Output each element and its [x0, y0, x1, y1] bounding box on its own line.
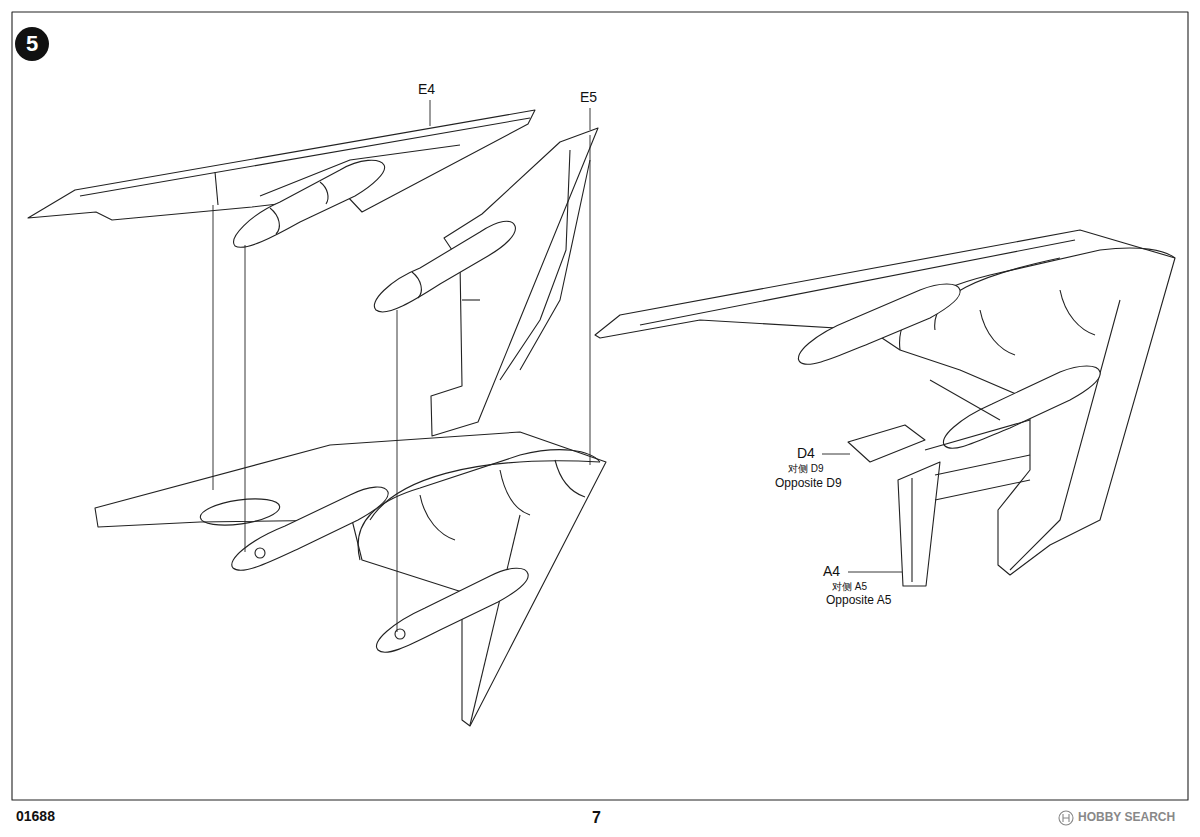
- guide-lines: [213, 100, 902, 632]
- watermark-icon: [1059, 811, 1073, 825]
- opposite-note: 对侧 A5: [832, 581, 867, 592]
- part-a4: [898, 462, 940, 586]
- opposite-note: 对侧 D9: [788, 463, 824, 474]
- wing-part-e4: [28, 110, 535, 247]
- kit-number: 01688: [16, 809, 55, 824]
- wing-part-lower: [95, 432, 606, 726]
- step-number-text: 5: [26, 31, 38, 57]
- part-d4: [848, 425, 925, 462]
- page-frame: [12, 12, 1188, 800]
- wing-assembled: [595, 230, 1175, 586]
- step-number: 5: [15, 27, 49, 61]
- part-label: E4: [418, 82, 435, 97]
- wing-part-e5: [374, 128, 598, 436]
- part-label: D4: [797, 446, 815, 461]
- page-number: 7: [592, 809, 601, 827]
- opposite-note: Opposite A5: [826, 594, 891, 607]
- part-label: E5: [580, 90, 597, 105]
- opposite-note: Opposite D9: [775, 477, 842, 490]
- part-label: A4: [823, 564, 840, 579]
- watermark: HOBBY SEARCH: [1078, 811, 1175, 824]
